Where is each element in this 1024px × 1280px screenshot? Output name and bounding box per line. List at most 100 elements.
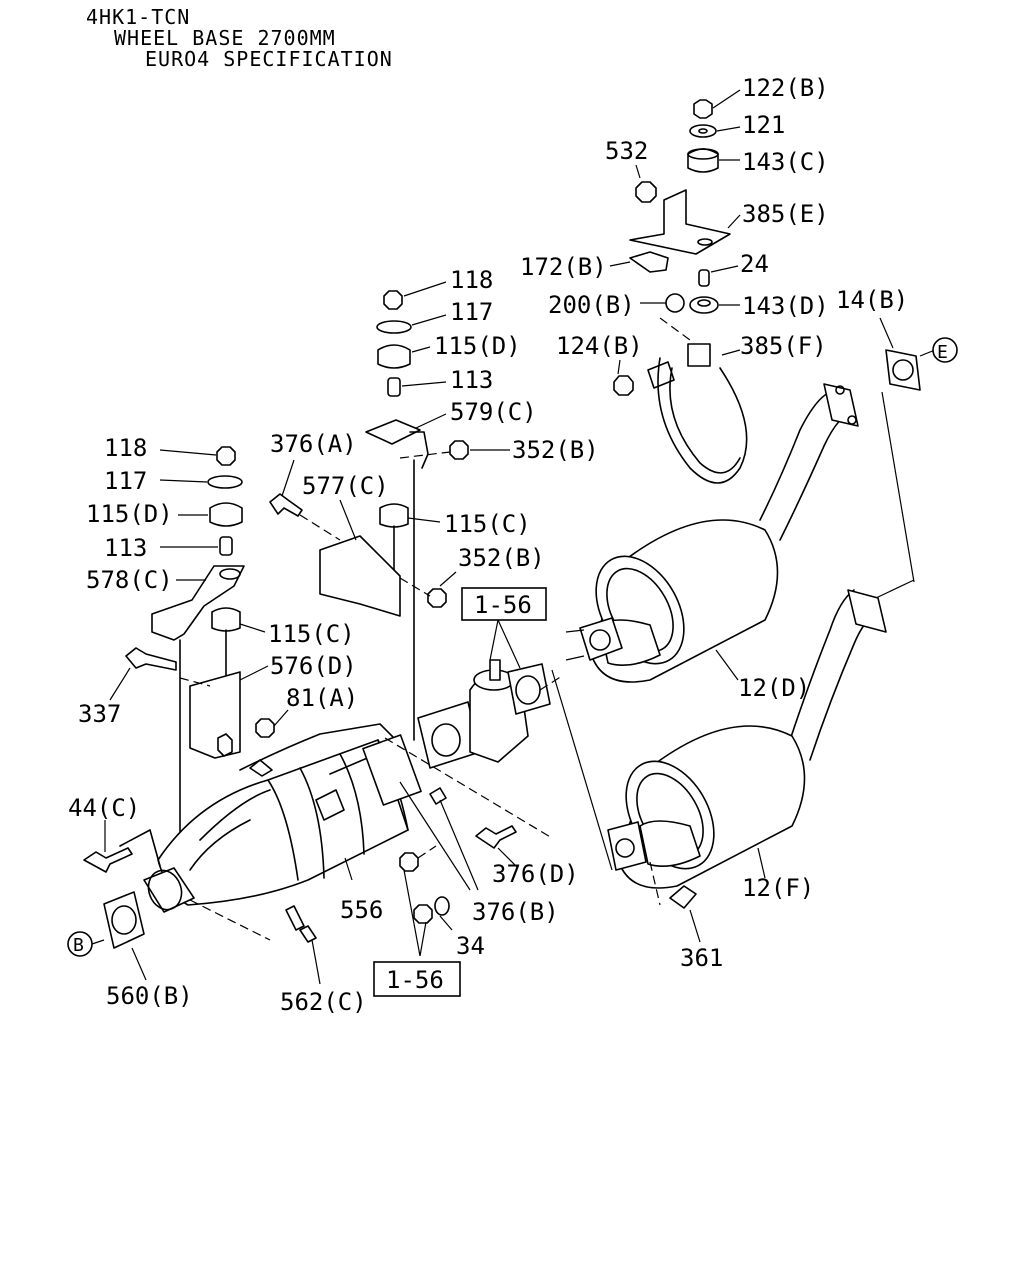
label-121: 121 xyxy=(742,111,785,139)
label-81a: 81(A) xyxy=(286,684,358,712)
wheel-base-text: WHEEL BASE 2700MM xyxy=(114,26,336,50)
label-124b: 124(B) xyxy=(556,332,643,360)
label-385e: 385(E) xyxy=(742,200,829,228)
spec-text: EURO4 SPECIFICATION xyxy=(145,47,393,71)
bolt-361-shape xyxy=(669,885,697,909)
bolt-44c-shape xyxy=(83,847,133,873)
washer-34-shape xyxy=(434,896,450,916)
ref-box-1-56-lower xyxy=(373,961,461,997)
bracket-577c-shape xyxy=(319,535,401,617)
nut-124b-shape xyxy=(613,375,634,396)
label-200b: 200(B) xyxy=(548,291,635,319)
muffler-12d xyxy=(565,383,915,683)
label-34: 34 xyxy=(456,932,485,960)
muffler-12f xyxy=(551,589,887,943)
callout-e-circle xyxy=(932,337,958,363)
label-115d-center: 115(D) xyxy=(434,332,521,360)
bracket-578c-shape xyxy=(151,565,245,641)
label-578c: 578(C) xyxy=(86,566,173,594)
label-118-center: 118 xyxy=(450,266,493,294)
label-115c-center: 115(C) xyxy=(444,510,531,538)
label-117-left: 117 xyxy=(104,467,147,495)
misc-lower-parts xyxy=(67,781,519,985)
label-12f: 12(F) xyxy=(742,874,814,902)
center-bracket-stack xyxy=(269,281,510,741)
diagram-header: 4HK1-TCN WHEEL BASE 2700MM EURO4 SPECIFI… xyxy=(86,5,393,71)
rubber-143c-shape xyxy=(687,148,719,173)
bolt-376d-shape xyxy=(475,825,517,849)
rubber-143d-shape xyxy=(689,296,719,314)
label-122b: 122(B) xyxy=(742,74,829,102)
label-b: B xyxy=(73,935,84,956)
collar-113-center-shape xyxy=(387,377,401,397)
label-562c: 562(C) xyxy=(280,988,367,1016)
label-113-left: 113 xyxy=(104,534,147,562)
nut-118-left-shape xyxy=(216,446,236,466)
bolt-337-shape xyxy=(125,647,177,671)
label-576d: 576(D) xyxy=(270,652,357,680)
nut-352b-lower-shape xyxy=(427,588,447,608)
label-143d: 143(D) xyxy=(742,292,829,320)
label-14b: 14(B) xyxy=(836,286,908,314)
rubber-115d-left-shape xyxy=(209,502,243,527)
washer-117-center-shape xyxy=(376,320,412,334)
label-113-center: 113 xyxy=(450,366,493,394)
clamp-385f-shape xyxy=(687,343,711,367)
bolt-200b-shape xyxy=(665,293,685,313)
flange-12f-shape xyxy=(607,821,647,871)
label-115c-left: 115(C) xyxy=(268,620,355,648)
label-118-left: 118 xyxy=(104,434,147,462)
label-24: 24 xyxy=(740,250,769,278)
gasket-560b-shape xyxy=(103,891,145,949)
washer-117-left-shape xyxy=(207,475,243,489)
ref-box-1-56-upper xyxy=(461,587,547,621)
label-376b: 376(B) xyxy=(472,898,559,926)
label-560b: 560(B) xyxy=(106,982,193,1010)
label-1-56-lower: 1-56 xyxy=(386,966,444,994)
label-361: 361 xyxy=(680,944,723,972)
part-number-labels: 122(B) 121 532 143(C) 385(E) 172(B) 24 2… xyxy=(68,74,948,1016)
label-556: 556 xyxy=(340,896,383,924)
label-143c: 143(C) xyxy=(742,148,829,176)
stud-562c-shape xyxy=(285,905,305,931)
nut-122b-shape xyxy=(693,99,713,119)
bolt-172b-shape xyxy=(629,251,669,273)
flange-12d-shape xyxy=(579,617,623,661)
label-115d-left: 115(D) xyxy=(86,500,173,528)
bracket-385e-shape xyxy=(629,189,731,255)
engine-model-text: 4HK1-TCN xyxy=(86,5,190,29)
turbo-outlet-part xyxy=(417,619,563,769)
washer-121-shape xyxy=(689,124,717,138)
nut-lower-shape xyxy=(413,904,433,924)
label-172b: 172(B) xyxy=(520,253,607,281)
nut-118-center-shape xyxy=(383,290,403,310)
rubber-115c-left-shape xyxy=(211,607,241,632)
label-532: 532 xyxy=(605,137,648,165)
label-376a: 376(A) xyxy=(270,430,357,458)
label-12d: 12(D) xyxy=(738,674,810,702)
flange-gasket-14b xyxy=(879,317,958,583)
label-385f: 385(F) xyxy=(740,332,827,360)
left-bracket-stack xyxy=(109,446,289,851)
dpf-assembly-556 xyxy=(143,723,553,913)
label-e: E xyxy=(937,342,948,363)
label-44c: 44(C) xyxy=(68,794,140,822)
rubber-115c-center-shape xyxy=(379,503,409,528)
nut-1-56-shape xyxy=(399,852,419,872)
rubber-115d-center-shape xyxy=(377,344,411,369)
label-577c: 577(C) xyxy=(302,472,389,500)
bracket-579c-shape xyxy=(365,419,421,445)
label-376d: 376(D) xyxy=(492,860,579,888)
label-117-center: 117 xyxy=(450,298,493,326)
nut-532-shape xyxy=(635,181,657,203)
bolt-376a-shape xyxy=(269,493,303,517)
label-1-56-upper: 1-56 xyxy=(474,591,532,619)
collar-24-shape xyxy=(698,269,710,287)
label-579c: 579(C) xyxy=(450,398,537,426)
nut-352b-upper-shape xyxy=(449,440,469,460)
bolt-376b-shape xyxy=(429,787,447,805)
label-352b-lower: 352(B) xyxy=(458,544,545,572)
collar-113-left-shape xyxy=(219,536,233,556)
nut-81a-shape xyxy=(255,718,275,738)
